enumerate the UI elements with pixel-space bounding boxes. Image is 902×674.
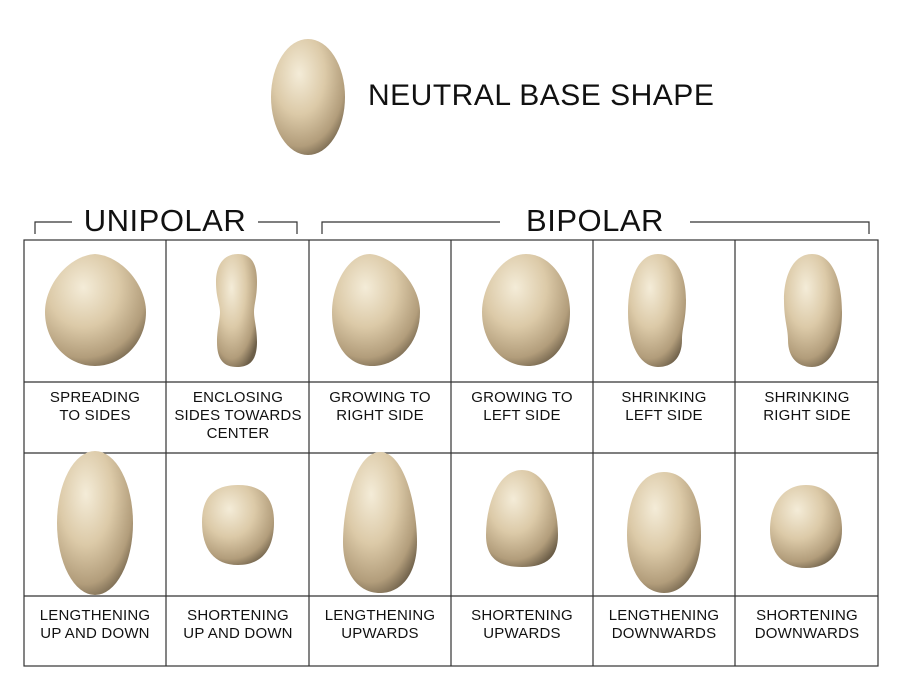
shape-lengthening-up-and-down bbox=[57, 451, 133, 595]
unipolar-bracket bbox=[34, 221, 298, 234]
bipolar-group-label: BIPOLAR bbox=[526, 203, 664, 238]
shape-growing-to-right bbox=[332, 254, 420, 366]
shape-table-grid bbox=[23, 239, 879, 667]
shape-spreading-to-sides bbox=[45, 254, 146, 366]
label-lengthening-up-and-down: LENGTHENING UP AND DOWN bbox=[39, 607, 151, 642]
shape-shortening-upwards bbox=[486, 470, 558, 567]
label-lengthening-downwards: LENGTHENING DOWNWARDS bbox=[608, 607, 720, 642]
label-shrinking-left: SHRINKING LEFT SIDE bbox=[621, 389, 707, 424]
unipolar-group-label: UNIPOLAR bbox=[83, 203, 247, 238]
neutral-base-shape-label: NEUTRAL BASE SHAPE bbox=[368, 79, 715, 112]
label-shrinking-right: SHRINKING RIGHT SIDE bbox=[763, 389, 851, 424]
shape-lengthening-upwards bbox=[343, 452, 417, 593]
bipolar-bracket bbox=[321, 221, 870, 234]
shape-shrinking-right bbox=[784, 254, 842, 367]
label-growing-to-left: GROWING TO LEFT SIDE bbox=[471, 389, 573, 424]
shape-shrinking-left bbox=[628, 254, 686, 367]
label-enclosing-sides: ENCLOSING SIDES TOWARDS CENTER bbox=[174, 389, 302, 442]
label-shortening-downwards: SHORTENING DOWNWARDS bbox=[754, 607, 860, 642]
shape-shortening-up-and-down bbox=[202, 485, 274, 565]
shape-lengthening-downwards bbox=[627, 472, 701, 593]
shape-enclosing-sides bbox=[216, 254, 257, 367]
label-spreading-to-sides: SPREADING TO SIDES bbox=[49, 389, 141, 424]
label-lengthening-upwards: LENGTHENING UPWARDS bbox=[324, 607, 436, 642]
shape-shortening-downwards bbox=[770, 485, 842, 568]
neutral-base-shape bbox=[271, 39, 345, 155]
label-shortening-upwards: SHORTENING UPWARDS bbox=[471, 607, 573, 642]
label-growing-to-right: GROWING TO RIGHT SIDE bbox=[329, 389, 431, 424]
shape-growing-to-left bbox=[482, 254, 570, 366]
label-shortening-up-and-down: SHORTENING UP AND DOWN bbox=[183, 607, 293, 642]
